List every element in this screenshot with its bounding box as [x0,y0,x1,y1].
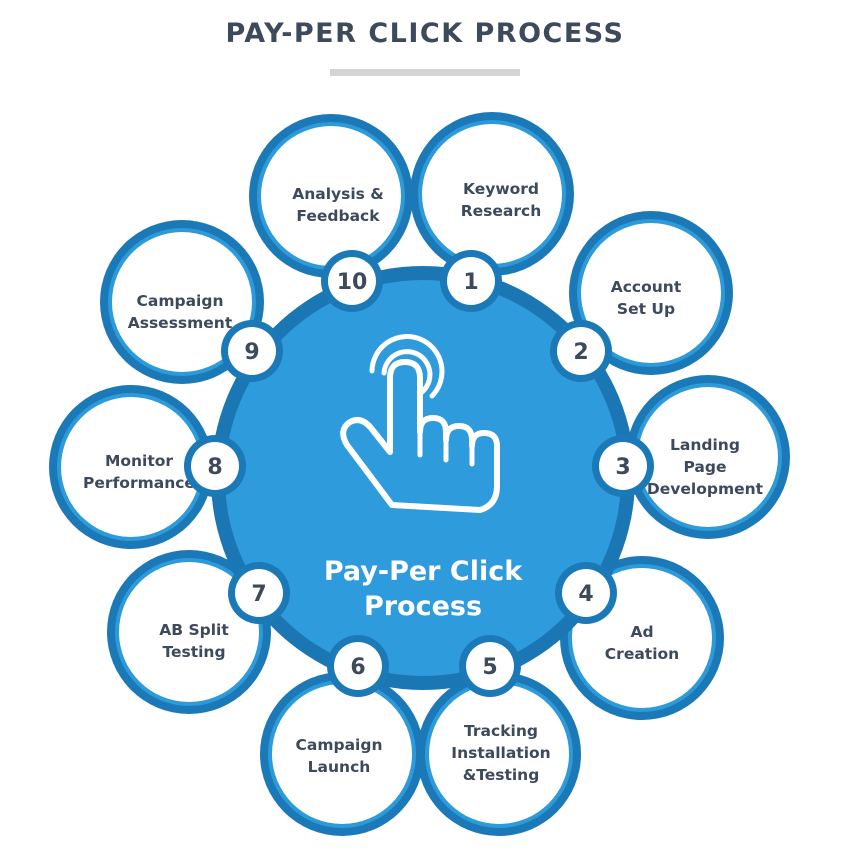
step-circle-5 [417,672,581,836]
step-number-badge-9: 9 [221,320,283,382]
step-number-badge-7: 7 [228,562,290,624]
step-circle-3 [626,375,790,539]
step-number-badge-1: 1 [440,250,502,312]
step-number-7: 7 [251,582,266,607]
step-number-5: 5 [482,655,497,680]
step-circle-2 [569,211,733,375]
step-circle-1 [410,112,574,276]
step-number-badge-6: 6 [327,635,389,697]
step-number-3: 3 [615,455,630,480]
step-number-badge-5: 5 [459,635,521,697]
step-number-badge-2: 2 [550,320,612,382]
step-label-10: Analysis &Feedback [292,185,384,225]
step-number-badge-3: 3 [592,435,654,497]
step-number-10: 10 [337,270,368,295]
step-number-9: 9 [244,340,259,365]
step-number-badge-10: 10 [321,250,383,312]
step-number-badge-8: 8 [184,435,246,497]
step-circle-8 [49,385,213,549]
step-number-1: 1 [463,270,478,295]
page-title: PAY-PER CLICK PROCESS [225,18,625,49]
step-number-2: 2 [573,340,588,365]
step-number-badge-4: 4 [555,562,617,624]
step-circle-10 [249,114,413,278]
step-number-8: 8 [207,455,222,480]
step-number-6: 6 [350,655,365,680]
pointer-hand-click-icon [340,334,500,513]
title-divider [330,69,520,76]
step-number-4: 4 [578,582,593,607]
step-circle-6 [260,672,424,836]
